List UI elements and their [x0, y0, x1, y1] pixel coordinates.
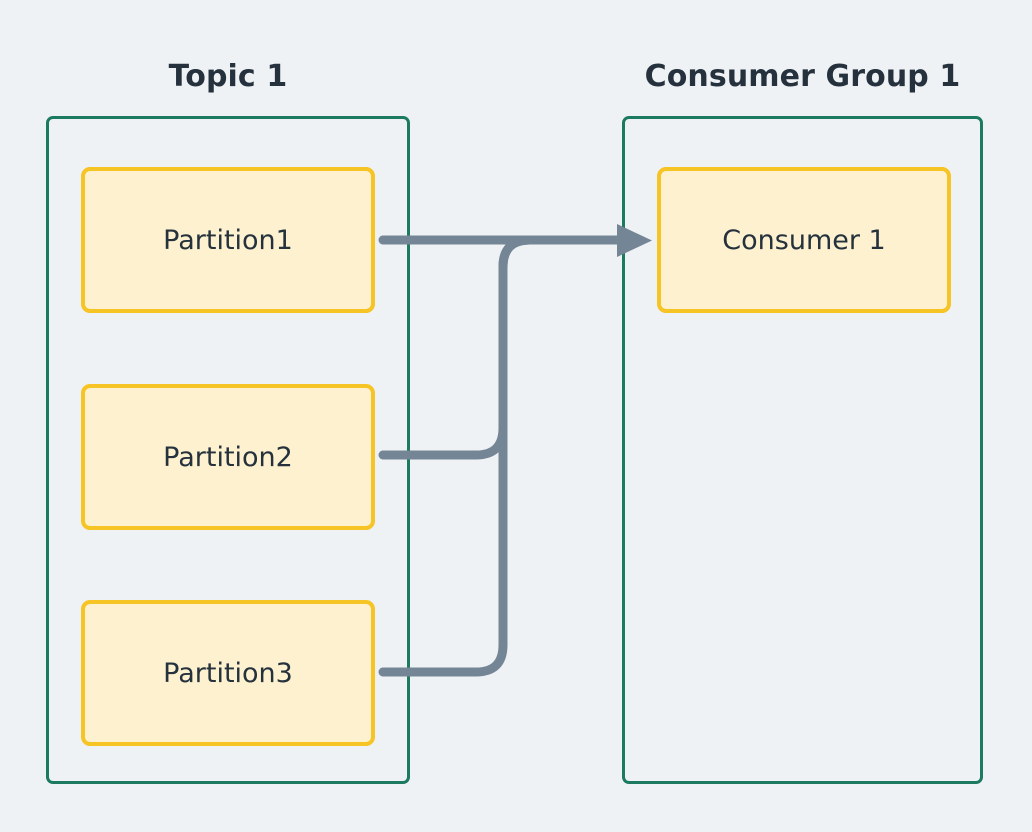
partition-node-3[interactable]: Partition3: [81, 600, 375, 746]
consumer-group-title: Consumer Group 1: [644, 59, 961, 94]
consumer-node-1-label: Consumer 1: [722, 224, 886, 256]
consumer-node-1[interactable]: Consumer 1: [657, 167, 951, 313]
edge-partition3-to-consumer1: [378, 235, 625, 677]
edge-partition2-to-consumer1: [378, 235, 625, 460]
partition-node-1-label: Partition1: [163, 224, 293, 256]
partition-node-1[interactable]: Partition1: [81, 167, 375, 313]
partition-node-3-label: Partition3: [163, 657, 293, 689]
topic-group-title: Topic 1: [168, 59, 288, 94]
partition-node-2-label: Partition2: [163, 441, 293, 473]
partition-node-2[interactable]: Partition2: [81, 384, 375, 530]
